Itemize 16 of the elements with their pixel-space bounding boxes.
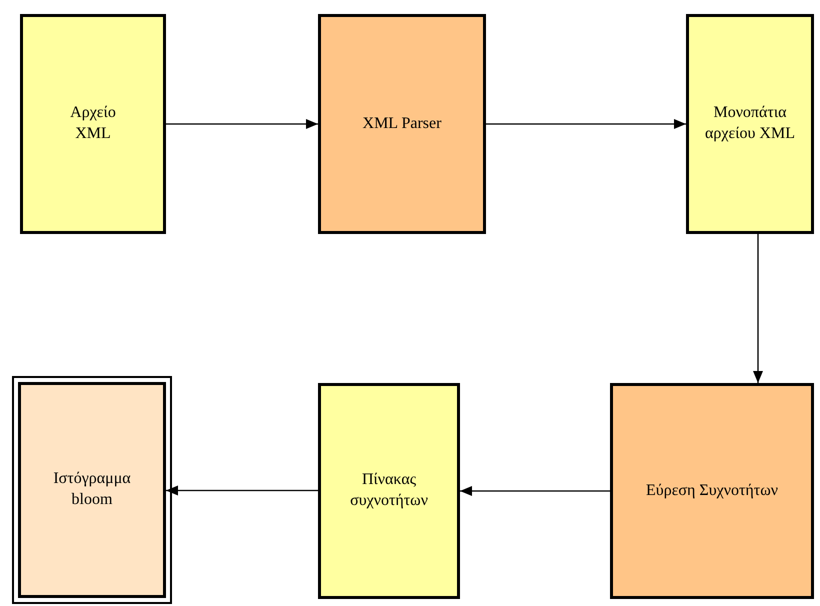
arrow <box>166 486 318 496</box>
process-box <box>318 14 486 234</box>
node-label: Μονοπάτια αρχείου XML <box>705 103 795 144</box>
data-box <box>318 383 460 599</box>
node-label: Αρχείο XML <box>69 103 117 144</box>
node-label: XML Parser <box>362 114 442 134</box>
process-box <box>610 383 814 599</box>
arrow <box>486 119 686 129</box>
node-label: Ιστόγραμμα bloom <box>52 469 132 510</box>
node-label: Πίνακας συχνοτήτων <box>349 470 429 511</box>
arrow <box>753 234 763 383</box>
data-box <box>20 14 166 234</box>
arrow <box>460 486 610 496</box>
data-box <box>686 14 814 234</box>
arrow <box>166 119 318 129</box>
node-label: Εύρεση Συχνοτήτων <box>646 480 778 501</box>
